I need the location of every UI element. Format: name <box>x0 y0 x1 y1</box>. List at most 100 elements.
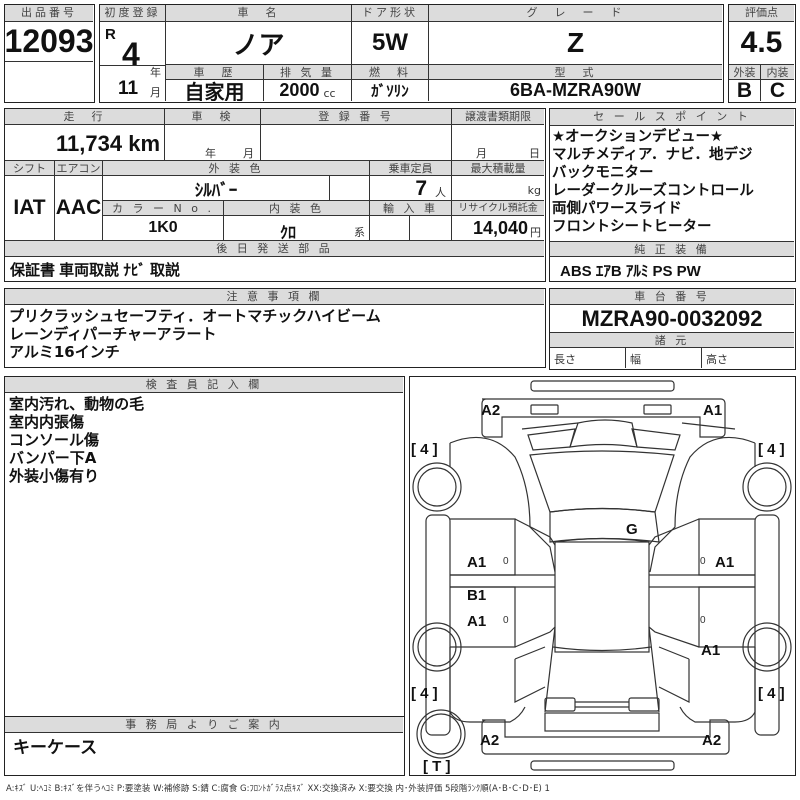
inspector-label: 検 査 員 記 入 欄 <box>5 377 403 393</box>
later-parts: 保証書 車両取説 ﾅﾋﾞ 取説 <box>10 262 181 279</box>
interior-color: ｸﾛ <box>280 225 297 241</box>
spec-length: 長さ <box>550 348 626 368</box>
notes-list: プリクラッシュセーフティ．オートマチックハイビーム レーンディパーチャーアラート… <box>7 307 383 361</box>
interior-label: 内装 <box>761 65 794 80</box>
mark-rear-right: A2 <box>702 732 721 749</box>
zero-mark: 0 <box>700 615 706 626</box>
sales-point: レーダークルーズコントロール <box>552 183 754 199</box>
model-type: 6BA-MZRA90W <box>509 80 641 100</box>
score-value: 4.5 <box>729 22 794 65</box>
lot-box: 出品番号 12093 <box>4 4 95 103</box>
details-box: 走 行 11,734 km 車 検 年 月 登 録 番 号 譲渡書類期限 月 日… <box>4 108 546 282</box>
note-line: レーンディパーチャーアラート <box>9 325 217 343</box>
inspector-line: 室内内張傷 <box>9 413 85 431</box>
sales-point: マルチメディア．ナビ．地デジ <box>552 147 753 163</box>
door-type: 5W <box>352 22 429 65</box>
interior-color-label: 内 装 色 <box>224 201 370 216</box>
inspector-box: 検 査 員 記 入 欄 室内汚れ、動物の毛 室内内張傷 コンソール傷 バンパー下… <box>4 376 405 716</box>
fuel: ｶﾞｿﾘﾝ <box>352 80 429 101</box>
yen-unit: 円 <box>530 226 541 239</box>
model-type-label: 型 式 <box>429 65 722 80</box>
inspector-line: コンソール傷 <box>9 431 100 449</box>
first-reg-cell: R 4 年 11 月 <box>100 22 166 101</box>
deadline-day-unit: 日 <box>529 147 540 160</box>
exterior-grade: B <box>729 80 761 101</box>
import-cell-2 <box>410 216 452 241</box>
note-line: アルミ16インチ <box>9 343 120 361</box>
equipment: ABS ｴｱB ｱﾙﾐ PS PW <box>560 263 701 280</box>
first-reg-label: 初度登録 <box>100 5 166 22</box>
chassis-box: 車 台 番 号 MZRA90-0032092 諸 元 長さ 幅 高さ <box>549 288 796 370</box>
max-load-label: 最大積載量 <box>452 161 544 176</box>
reg-number <box>261 125 452 161</box>
recycle-cell: 14,040 円 <box>452 216 544 241</box>
mark-right-front-door: A1 <box>715 554 734 571</box>
mark-left-front-door: A1 <box>467 554 486 571</box>
history: 自家用 <box>166 80 264 101</box>
vehicle-info-box: 初度登録 R 4 年 11 月 車 名 ノア ドア形状 5W グ レ ー ド Z… <box>99 4 724 103</box>
capacity-label: 乗車定員 <box>370 161 452 176</box>
import-label: 輸 入 車 <box>370 201 452 216</box>
zero-mark: 0 <box>503 615 509 626</box>
grade: Z <box>429 22 722 65</box>
car-diagram-svg: A2 A1 G A1 B1 A1 A1 A1 A2 A2 0 0 0 0 [ 4… <box>411 380 792 774</box>
interior-grade: C <box>769 80 786 101</box>
damage-legend: A:ｷｽﾞ U:ﾍｺﾐ B:ｷｽﾞを伴うﾍｺﾐ P:要塗装 W:補修跡 S:錆 … <box>6 784 550 794</box>
mark-left-rear-door-b: B1 <box>467 587 486 604</box>
shift: IAT <box>5 176 55 241</box>
inspector-line: 室内汚れ、動物の毛 <box>9 395 145 413</box>
aircon: AAC <box>55 176 103 241</box>
inspector-list: 室内汚れ、動物の毛 室内内張傷 コンソール傷 バンパー下A 外装小傷有り <box>7 395 146 485</box>
damage-diagram: A2 A1 G A1 B1 A1 A1 A1 A2 A2 0 0 0 0 [ 4… <box>409 376 796 776</box>
chassis-label: 車 台 番 号 <box>550 289 794 305</box>
reg-year: 4 <box>122 36 140 72</box>
fuel-label: 燃 料 <box>352 65 429 80</box>
mileage-cell: 11,734 km <box>5 125 165 161</box>
inspection-year-unit: 年 <box>205 147 216 160</box>
mileage: 11,734 km <box>56 131 160 156</box>
spare-tire: [ T ] <box>423 758 451 774</box>
sales-point: 両側パワースライド <box>552 201 682 217</box>
tire-front-right: [ 4 ] <box>758 441 785 458</box>
specs-label: 諸 元 <box>550 333 794 348</box>
cc-unit: cc <box>323 86 336 100</box>
exterior-color-label: 外 装 色 <box>103 161 370 176</box>
lot-label: 出品番号 <box>5 5 93 22</box>
tire-rear-right: [ 4 ] <box>758 685 785 702</box>
year-unit: 年 <box>150 66 161 79</box>
lot-number: 12093 <box>5 22 93 62</box>
exterior-label: 外装 <box>729 65 761 80</box>
reg-month: 11 <box>118 78 139 99</box>
mark-front-left: A2 <box>481 402 500 419</box>
note-line: プリクラッシュセーフティ．オートマチックハイビーム <box>9 307 381 325</box>
capacity-cell: 7 人 <box>370 176 452 201</box>
zero-mark: 0 <box>700 556 706 567</box>
recycle-label: リサイクル預託金 <box>452 201 544 216</box>
later-parts-label: 後 日 発 送 部 品 <box>5 241 544 257</box>
sales-point: バックモニター <box>552 165 654 181</box>
inspector-line: 外装小傷有り <box>9 467 100 485</box>
month-unit: 月 <box>150 86 161 99</box>
grade-label: グ レ ー ド <box>429 5 722 22</box>
tire-front-left: [ 4 ] <box>411 441 438 458</box>
score-box: 評価点 4.5 外装 内装 B C <box>728 4 796 103</box>
mark-rear-left: A2 <box>480 732 499 749</box>
transfer-deadline-cell: 月 日 <box>452 125 544 161</box>
door-label: ドア形状 <box>352 5 429 22</box>
zero-mark: 0 <box>503 556 509 567</box>
notes-label: 注 意 事 項 欄 <box>5 289 544 305</box>
capacity: 7 <box>415 177 427 200</box>
transfer-deadline-label: 譲渡書類期限 <box>452 109 544 125</box>
inspection-month-unit: 月 <box>243 147 254 160</box>
chassis-number: MZRA90-0032092 <box>550 305 794 333</box>
mileage-label: 走 行 <box>5 109 165 125</box>
history-label: 車 歴 <box>166 65 264 80</box>
mark-front-right: A1 <box>703 402 722 419</box>
color-no-label: カ ラ ー N o . <box>103 201 224 216</box>
recycle-fee: 14,040 <box>472 218 528 238</box>
exterior-color: ｼﾙﾊﾞｰ <box>103 176 330 201</box>
aircon-label: エアコン <box>55 161 103 176</box>
era: R <box>105 26 116 43</box>
inspection-label: 車 検 <box>165 109 261 125</box>
sales-points-box: セ ー ル ス ポ イ ン ト ★オークションデビュー★ マルチメディア．ナビ．… <box>549 108 796 282</box>
